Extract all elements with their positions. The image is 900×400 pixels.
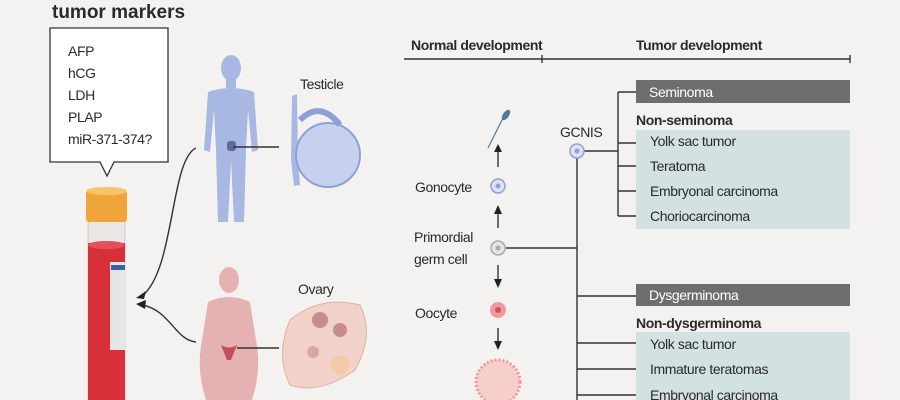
gcnis-label: GCNIS <box>560 124 602 140</box>
non-seminoma-item: Embryonal carcinoma <box>650 183 778 199</box>
marker-afp: AFP <box>68 43 94 59</box>
dysgerminoma-bar <box>636 284 850 306</box>
non-dysgerminoma-label: Non-dysgerminoma <box>636 315 762 331</box>
non-dysgerminoma-item: Immature teratomas <box>650 361 768 377</box>
marker-hcg: hCG <box>68 65 96 81</box>
header-normal-development: Normal development <box>411 37 543 53</box>
testicle-icon <box>291 94 361 188</box>
down-arrow-icon <box>494 328 502 350</box>
non-seminoma-box <box>636 130 850 229</box>
header-axis <box>404 55 851 63</box>
pgc-label-line2: germ cell <box>414 251 467 267</box>
up-arrow-icon <box>494 205 502 228</box>
dysgerminoma-label: Dysgerminoma <box>649 287 739 303</box>
down-arrow-icon <box>494 265 502 288</box>
non-dysgerminoma-item: Embryonal carcinoma <box>650 387 778 400</box>
title: tumor markers <box>52 2 185 23</box>
non-dysgerminoma-item: Yolk sac tumor <box>650 336 736 352</box>
header-tumor-development: Tumor development <box>636 37 763 53</box>
arrow-female-to-tube <box>141 304 197 343</box>
sperm-icon <box>487 115 505 149</box>
non-seminoma-item: Yolk sac tumor <box>650 133 736 149</box>
arrow-male-to-tube <box>141 147 197 297</box>
oocyte-label: Oocyte <box>415 305 458 321</box>
male-figure-icon <box>204 55 258 222</box>
lineage-lines <box>506 91 636 400</box>
seminoma-label: Seminoma <box>649 84 713 100</box>
marker-mirna: miR-371-374? <box>68 131 153 147</box>
gonocyte-label: Gonocyte <box>415 179 472 195</box>
up-arrow-icon <box>494 144 502 167</box>
blood-tube-icon <box>86 187 127 400</box>
ovary-icon <box>282 301 367 389</box>
female-figure-icon <box>199 267 259 400</box>
mature-egg-icon <box>474 358 522 400</box>
seminoma-bar <box>636 80 850 103</box>
pgc-label-line1: Primordial <box>414 229 473 245</box>
marker-ldh: LDH <box>68 87 95 103</box>
marker-plap: PLAP <box>68 109 102 125</box>
tumor-markers-callout: AFP hCG LDH PLAP miR-371-374? <box>49 27 169 178</box>
ovary-label: Ovary <box>298 281 334 297</box>
non-dysgerminoma-box <box>636 332 850 400</box>
non-seminoma-label: Non-seminoma <box>636 112 733 128</box>
non-seminoma-item: Teratoma <box>650 158 706 174</box>
non-seminoma-item: Choriocarcinoma <box>650 208 750 224</box>
testicle-label: Testicle <box>300 76 344 92</box>
